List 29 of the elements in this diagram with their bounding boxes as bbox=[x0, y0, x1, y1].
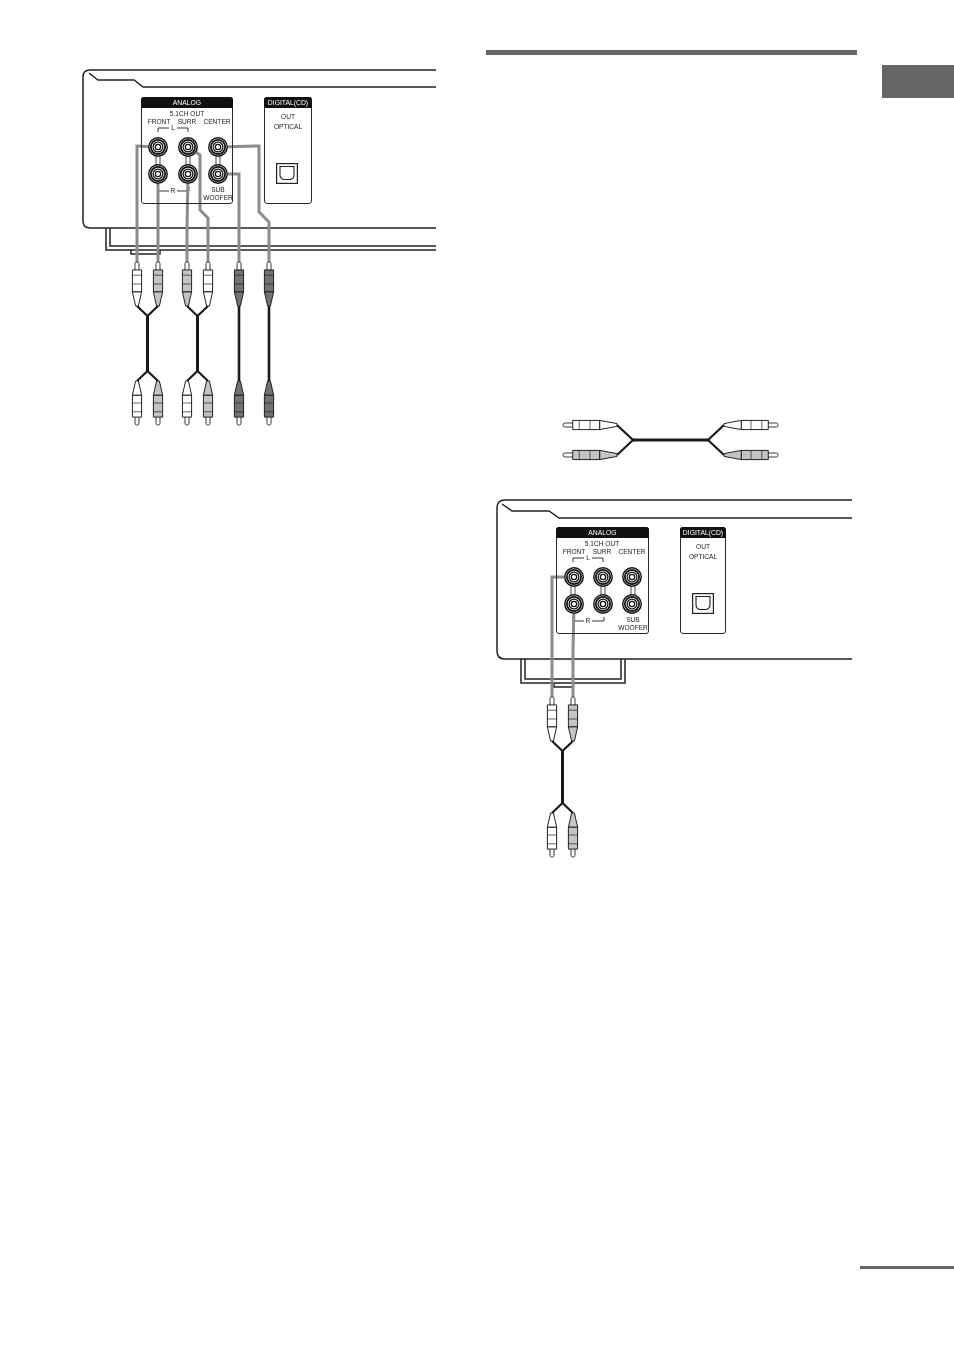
cable-illustration bbox=[131, 262, 165, 425]
connector-panel bbox=[556, 527, 649, 634]
jack-icon bbox=[148, 164, 168, 184]
connector-panel bbox=[680, 527, 726, 634]
jack-icon bbox=[622, 594, 642, 614]
jack-icon bbox=[208, 164, 228, 184]
jack-icon bbox=[564, 567, 584, 587]
cable-illustration bbox=[546, 697, 580, 857]
connection-line bbox=[550, 575, 564, 697]
connection-line bbox=[156, 184, 160, 262]
jack-icon bbox=[148, 137, 168, 157]
jack-icon bbox=[593, 567, 613, 587]
connection-line bbox=[135, 144, 149, 262]
connection-line bbox=[185, 183, 190, 262]
connection-line bbox=[571, 613, 576, 697]
cable-illustration bbox=[263, 262, 275, 425]
cable-illustration bbox=[233, 262, 245, 425]
connector-panel bbox=[264, 97, 312, 204]
jack-icon bbox=[564, 594, 584, 614]
jack-icon bbox=[622, 567, 642, 587]
jack-icon bbox=[178, 137, 198, 157]
connection-line bbox=[227, 144, 271, 262]
connection-line bbox=[228, 172, 241, 262]
cable-illustration bbox=[181, 262, 215, 425]
jack-icon bbox=[208, 137, 228, 157]
connection-line bbox=[195, 151, 210, 262]
jack-icon bbox=[593, 594, 613, 614]
connector-panel bbox=[141, 97, 233, 204]
jack-icon bbox=[178, 164, 198, 184]
